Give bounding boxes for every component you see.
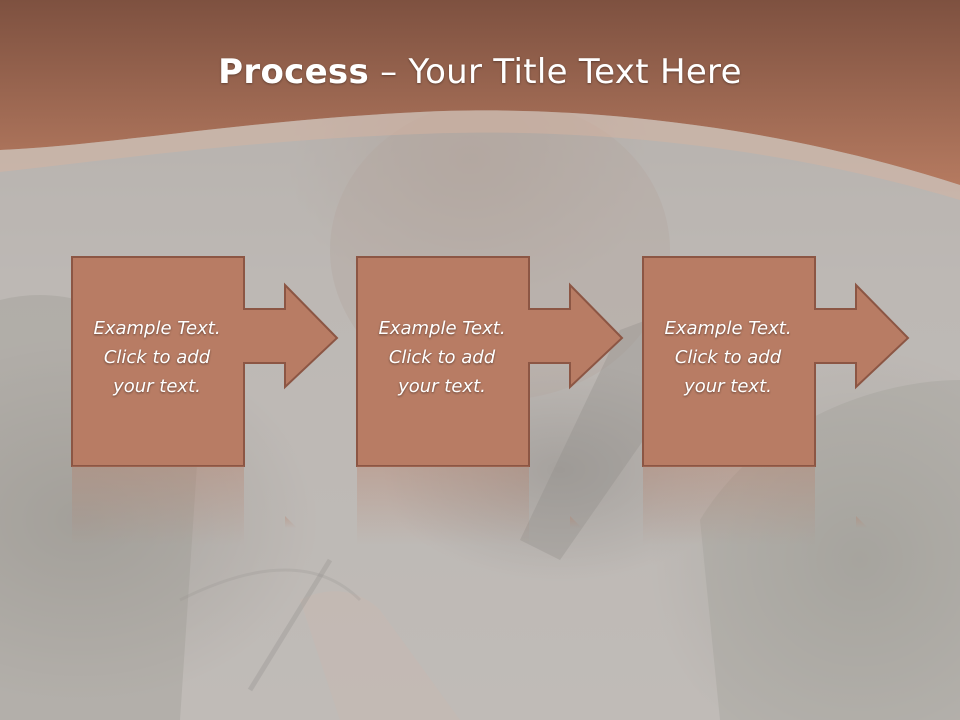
header-band [0, 0, 960, 200]
title-rest: – Your Title Text Here [369, 52, 742, 92]
step-line: Click to add [103, 347, 211, 368]
step-text[interactable]: Example Text. Click to add your text. [362, 314, 522, 401]
step-line: your text. [398, 376, 486, 397]
step-reflection [643, 466, 868, 546]
step-line: your text. [113, 376, 201, 397]
step-line: Example Text. [93, 318, 221, 339]
step-line: Example Text. [664, 318, 792, 339]
step-line: Click to add [388, 347, 496, 368]
step-line: Click to add [674, 347, 782, 368]
step-text[interactable]: Example Text. Click to add your text. [77, 314, 237, 401]
step-text[interactable]: Example Text. Click to add your text. [648, 314, 808, 401]
title-bold: Process [218, 52, 370, 92]
step-reflection [357, 466, 582, 546]
process-step-2[interactable]: Example Text. Click to add your text. [356, 256, 626, 546]
step-line: Example Text. [378, 318, 506, 339]
process-step-1[interactable]: Example Text. Click to add your text. [71, 256, 341, 546]
step-reflection [72, 466, 297, 546]
process-step-3[interactable]: Example Text. Click to add your text. [642, 256, 912, 546]
slide-title[interactable]: Process – Your Title Text Here [0, 52, 960, 92]
step-line: your text. [684, 376, 772, 397]
